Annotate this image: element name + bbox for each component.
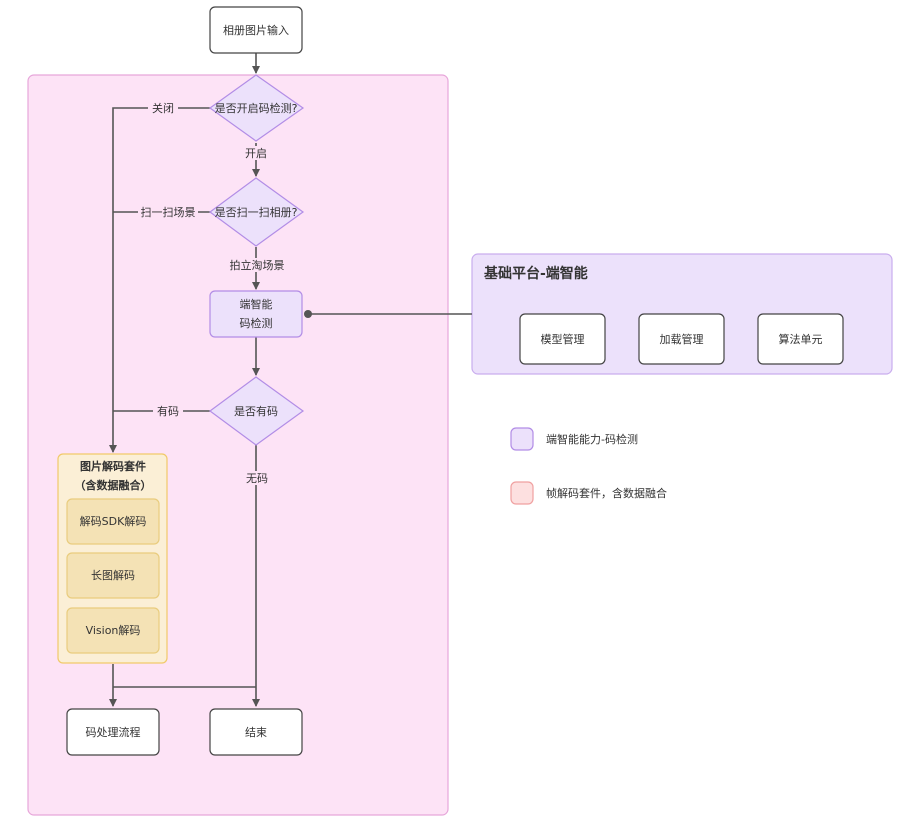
decode-sdk-label: 解码SDK解码 — [80, 514, 147, 528]
decision-has-code[interactable] — [208, 376, 305, 446]
decode-suite-group: 图片解码套件 （含数据融合） 解码SDK解码 长图解码 Vision解码 — [57, 453, 168, 664]
platform-item-load-box[interactable] — [638, 313, 725, 365]
end-node-label: 结束 — [245, 726, 267, 739]
platform-item-model: 模型管理 — [541, 332, 585, 346]
vision-decode-box[interactable] — [66, 607, 160, 654]
platform-item-algorithm: 算法单元 — [779, 332, 823, 346]
edge-label-pailitao-scene: 拍立淘场景 — [230, 258, 285, 272]
end-node[interactable] — [209, 708, 303, 756]
input-node-label: 相册图片输入 — [223, 23, 289, 37]
vision-decode-label: Vision解码 — [86, 623, 141, 637]
platform-group: 基础平台-端智能 模型管理 加载管理 算法单元 — [471, 253, 893, 375]
edge-label-has-code: 有码 — [157, 404, 179, 418]
legend-label-on-device: 端智能能力-码检测 — [546, 432, 638, 446]
platform-connector-dot — [304, 310, 312, 318]
edge-label-no-code: 无码 — [246, 472, 268, 485]
decision-has-code-label: 是否有码 — [234, 404, 278, 418]
edge-label-scan-scene: 扫一扫场景 — [141, 205, 196, 219]
on-device-detect-node[interactable] — [209, 290, 303, 338]
long-image-decode-label: 长图解码 — [91, 568, 135, 582]
legend-swatch-decode — [510, 481, 534, 505]
platform-title: 基础平台-端智能 — [484, 265, 588, 282]
decision-code-detect[interactable] — [208, 74, 305, 142]
edge-label-close: 关闭 — [152, 101, 174, 115]
pink-container — [27, 74, 449, 816]
long-image-decode-box[interactable] — [66, 552, 160, 599]
decision-scan-album[interactable] — [208, 177, 305, 247]
edge-label-open: 开启 — [245, 147, 267, 160]
decode-suite-title-line2: （含数据融合） — [75, 478, 152, 492]
decision-scan-album-label: 是否扫一扫相册? — [215, 206, 298, 219]
platform-item-load: 加载管理 — [660, 332, 704, 346]
legend-label-decode: 帧解码套件，含数据融合 — [546, 486, 667, 500]
decode-suite-title-line1: 图片解码套件 — [80, 459, 146, 473]
on-device-detect-line2: 码检测 — [240, 316, 273, 330]
legend-swatch-on-device — [510, 427, 534, 451]
decision-code-detect-label: 是否开启码检测? — [215, 101, 298, 115]
code-process-label: 码处理流程 — [86, 725, 141, 739]
decode-sdk-box[interactable] — [66, 498, 160, 545]
platform-item-model-box[interactable] — [519, 313, 606, 365]
code-process-node[interactable] — [66, 708, 160, 756]
legend: 端智能能力-码检测 帧解码套件，含数据融合 — [510, 427, 667, 505]
platform-item-algorithm-box[interactable] — [757, 313, 844, 365]
on-device-detect-line1: 端智能 — [240, 297, 273, 311]
input-node[interactable] — [209, 6, 303, 54]
